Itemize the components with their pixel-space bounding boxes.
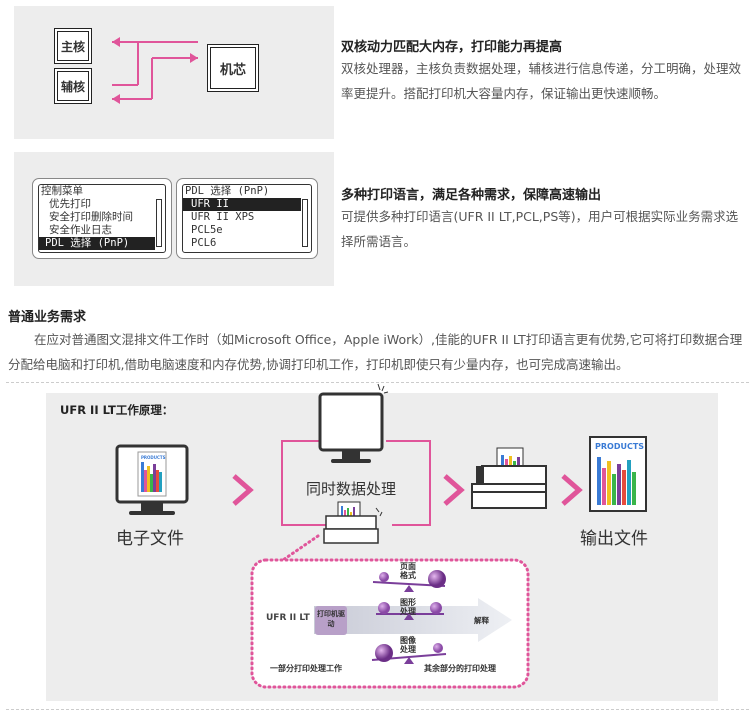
printer-icon xyxy=(471,447,547,509)
divider xyxy=(6,382,749,383)
pdl-item[interactable]: PCL5e xyxy=(191,224,223,236)
image-label: 图像处理 xyxy=(400,636,416,654)
pdl-item-selected[interactable]: UFR II xyxy=(183,198,301,211)
graphics-label: 图形处理 xyxy=(400,598,416,616)
pdl-desc: 可提供多种打印语言(UFR II LT,PCL,PS等)，用户可根据实际业务需求… xyxy=(341,209,739,249)
process-label: 同时数据处理 xyxy=(306,480,397,498)
engine-chip: 机芯 xyxy=(207,44,259,92)
driver-label: 打印机驱动 xyxy=(315,606,347,635)
divider xyxy=(6,709,749,710)
left-caption: 一部分打印处理工作 xyxy=(270,664,342,673)
computer-icon xyxy=(318,383,389,463)
dual-core-title: 双核动力匹配大内存，打印能力再提高 xyxy=(341,40,563,55)
aux-core-chip: 辅核 xyxy=(54,68,92,104)
diagram-title: UFR II LT工作原理： xyxy=(60,403,174,417)
driver-label-text: 打印机驱动 xyxy=(317,610,345,628)
menu-scrollbar[interactable] xyxy=(156,199,162,247)
layout-label: 页面格式 xyxy=(400,562,416,580)
balance-graphics xyxy=(376,602,444,620)
output-document-icon xyxy=(589,436,647,512)
balance-image xyxy=(371,643,447,664)
menu-item[interactable]: 安全作业日志 xyxy=(49,224,112,236)
interpret-label: 解释 xyxy=(474,616,489,625)
dual-core-arrows xyxy=(112,37,198,104)
pdl-scrollbar[interactable] xyxy=(302,199,308,247)
control-menu-header: 控制菜单 xyxy=(41,185,83,197)
balance-layout xyxy=(372,570,446,592)
printer-icon xyxy=(323,501,383,544)
control-menu-screen: 控制菜单 优先打印 安全打印删除时间 安全作业日志 PDL 选择 (PnP) xyxy=(32,178,172,259)
output-label: 输出文件 xyxy=(580,529,648,549)
menu-item[interactable]: 优先打印 xyxy=(49,198,91,210)
ufr-label: UFR II LT xyxy=(266,613,310,623)
menu-item[interactable]: 安全打印删除时间 xyxy=(49,211,133,223)
products-label: PRODUCTS xyxy=(141,455,166,460)
pdl-title: 多种打印语言，满足各种需求，保障高速输出 xyxy=(341,188,602,203)
business-heading: 普通业务需求 xyxy=(8,310,87,325)
pdl-select-screen: PDL 选择 (PnP) UFR II UFR II XPS PCL5e PCL… xyxy=(176,178,318,259)
business-desc: 在应对普通图文混排文件工作时（如Microsoft Office，Apple i… xyxy=(8,332,743,372)
pdl-item[interactable]: UFR II XPS xyxy=(191,211,255,223)
dual-core-desc: 双核处理器，主核负责数据处理，辅核进行信息传递，分工明确，处理效率更提升。搭配打… xyxy=(341,61,742,101)
pdl-item[interactable]: PCL6 xyxy=(191,237,217,249)
menu-item-selected[interactable]: PDL 选择 (PnP) xyxy=(39,237,155,250)
document-label: 电子文件 xyxy=(116,529,184,549)
right-caption: 其余部分的打印处理 xyxy=(424,664,496,673)
pdl-header: PDL 选择 (PnP) xyxy=(185,185,270,197)
main-core-chip: 主核 xyxy=(54,28,92,64)
computer-icon xyxy=(115,444,189,515)
output-products-label: PRODUCTS xyxy=(595,442,645,451)
